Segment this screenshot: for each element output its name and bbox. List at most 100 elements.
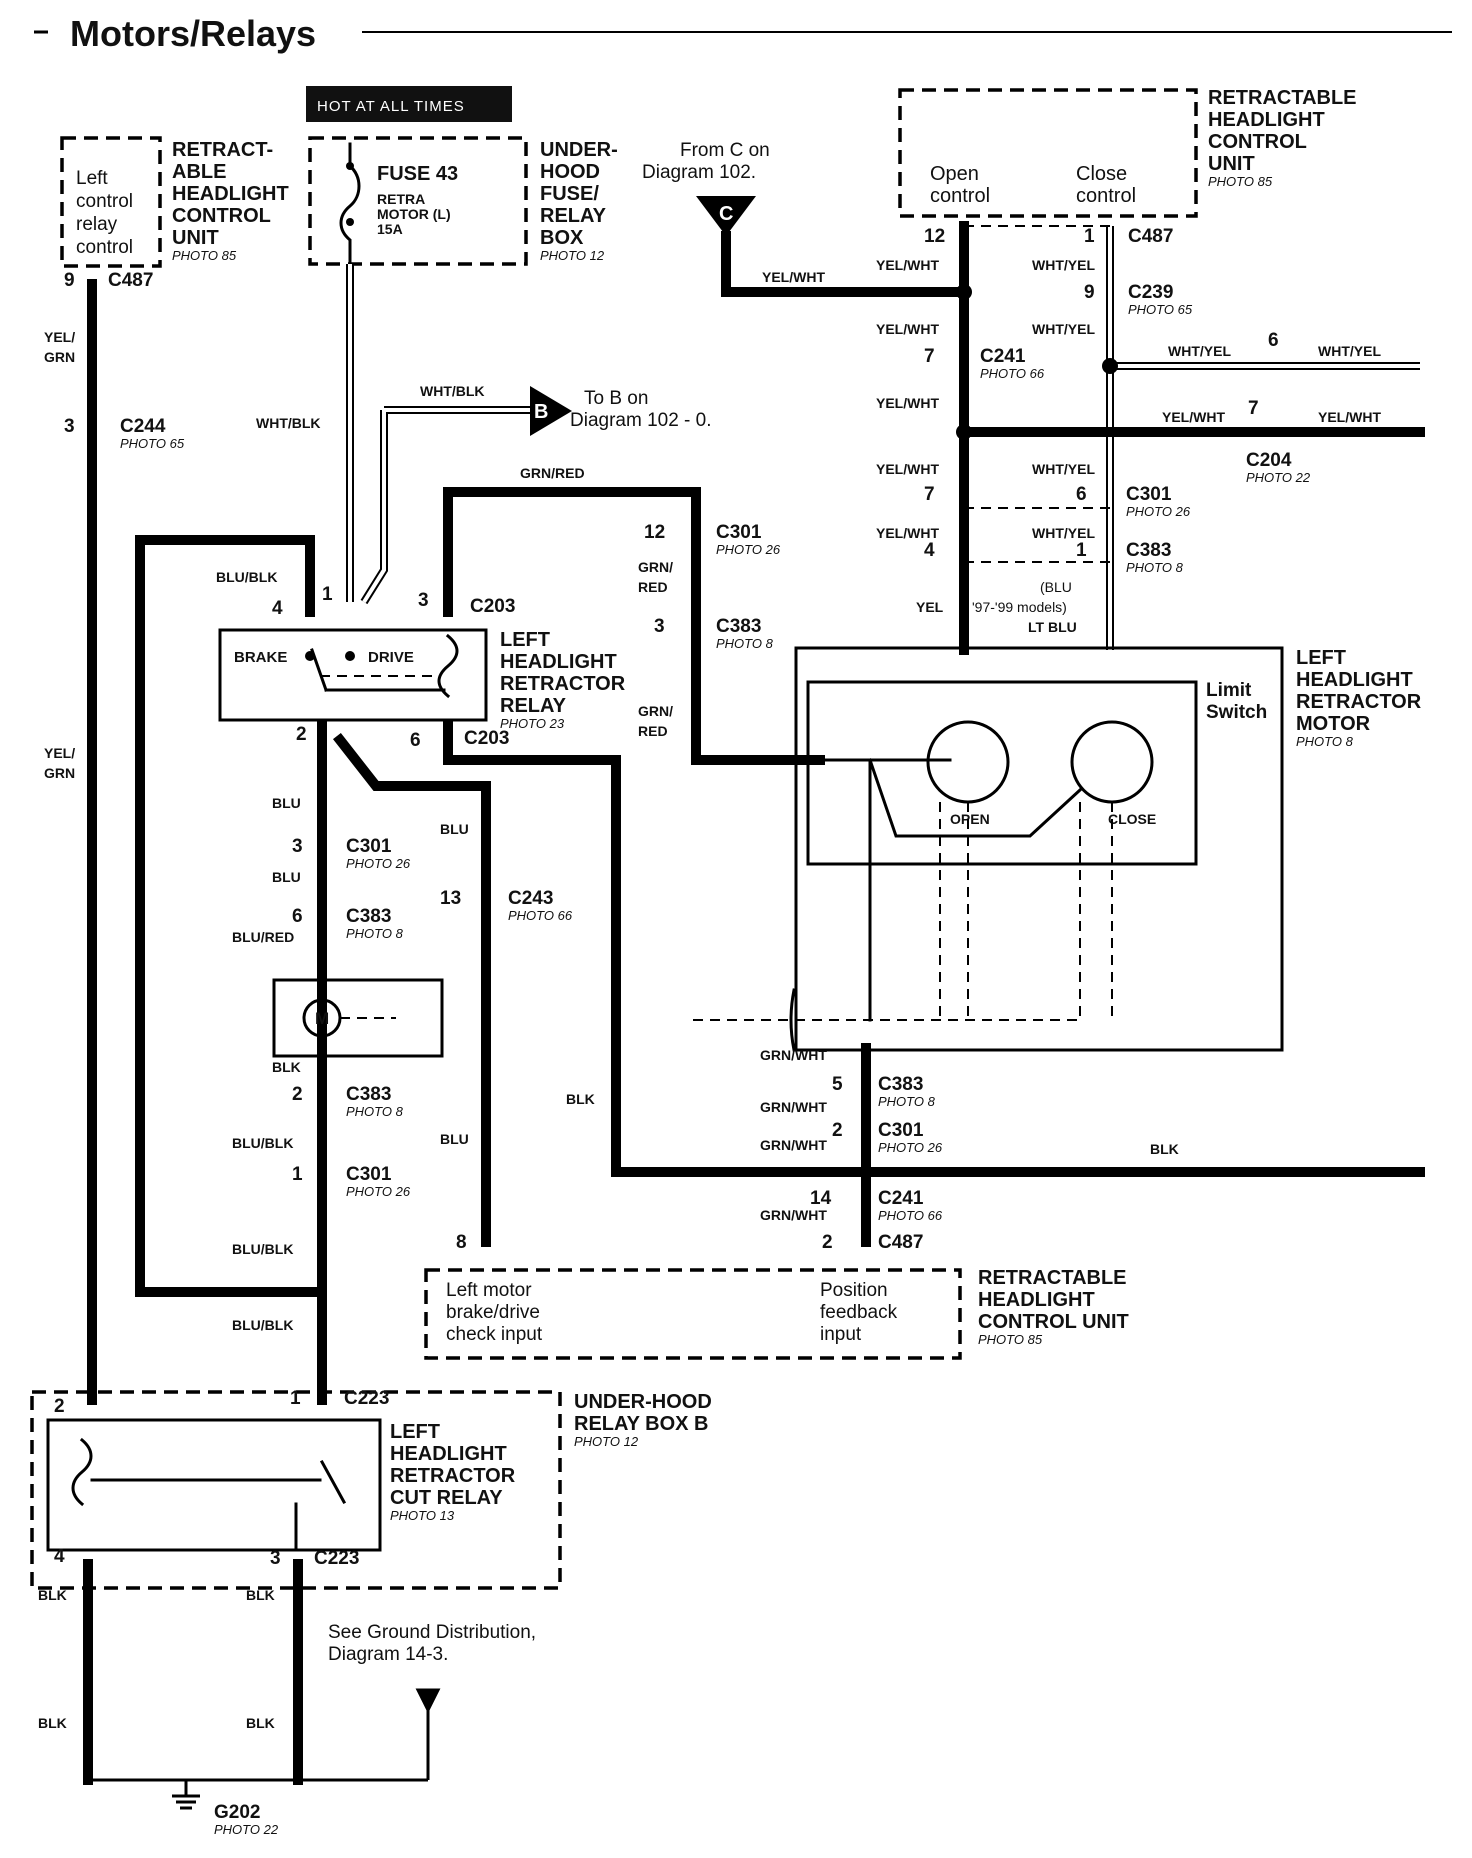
wire-label-20: BLU/BLK xyxy=(216,569,277,585)
wire-label-31: BLK xyxy=(272,1059,301,1075)
connector-pin: 7 xyxy=(924,484,935,505)
connector-id: C301 xyxy=(346,1164,392,1185)
ground-photo: PHOTO 22 xyxy=(214,1822,279,1837)
page-title: Motors/Relays xyxy=(70,13,316,54)
open-switch xyxy=(926,720,1010,804)
fuse-box-name2: HOOD xyxy=(540,161,600,183)
to-b-arrow xyxy=(530,386,572,436)
connector-photo: PHOTO 66 xyxy=(980,366,1045,381)
wire-label-14: YEL xyxy=(916,599,944,615)
wire-label-45: BLK xyxy=(246,1715,275,1731)
connector-photo: PHOTO 8 xyxy=(346,926,404,941)
wire-label-3: YEL/WHT xyxy=(876,321,939,337)
fuse-box-photo: PHOTO 12 xyxy=(540,248,605,263)
right-unit-name4: UNIT xyxy=(1208,153,1255,175)
connector-pin: 7 xyxy=(924,346,935,367)
fuse-desc1: RETRA xyxy=(377,191,425,207)
connector-pin: 8 xyxy=(456,1232,467,1253)
connector-pin: 2 xyxy=(822,1232,833,1253)
wire-label-27: BLU xyxy=(272,795,301,811)
wire-label-25: YEL/ xyxy=(44,745,75,761)
connector-id: C204 xyxy=(1246,450,1292,471)
connector-id: C223 xyxy=(314,1548,359,1569)
connector-id: C383 xyxy=(346,906,391,927)
connector-pin: 4 xyxy=(924,540,935,561)
connector-6: 6 xyxy=(1268,330,1279,351)
right-unit-photo: PHOTO 85 xyxy=(1208,174,1273,189)
relay-photo: PHOTO 23 xyxy=(500,716,565,731)
connector-photo: PHOTO 66 xyxy=(878,1208,943,1223)
connector-id: C383 xyxy=(346,1084,391,1105)
right-unit-name1: RETRACTABLE xyxy=(1208,87,1357,109)
wire-label-1: YEL/WHT xyxy=(876,257,939,273)
cut-relay-contacts xyxy=(71,1437,347,1550)
relay-name4: RELAY xyxy=(500,695,567,717)
ground-name: G202 xyxy=(214,1802,260,1823)
connector-8: 7 xyxy=(924,484,935,505)
bottom-left-line3: check input xyxy=(446,1324,543,1345)
connector-id: C301 xyxy=(716,522,762,543)
fuse-name: FUSE 43 xyxy=(377,163,458,185)
connector-27: 2 C487 xyxy=(822,1232,923,1253)
wire-label-44: BLK xyxy=(38,1715,67,1731)
connector-id: C203 xyxy=(470,596,515,617)
connector-pin: 6 xyxy=(292,906,303,927)
motor-name1: LEFT xyxy=(1296,647,1346,669)
wire-label-33: BLU/BLK xyxy=(232,1241,293,1257)
right-control-unit-box xyxy=(898,88,1198,218)
wire-label-8: YEL/WHT xyxy=(1318,409,1381,425)
connector-photo: PHOTO 26 xyxy=(716,542,781,557)
left-control-unit-box xyxy=(60,136,162,268)
connector-pin: 6 xyxy=(410,730,421,751)
connector-pin: 1 xyxy=(290,1388,301,1409)
connector-31: 4 xyxy=(54,1546,65,1567)
open-switch-label: OPEN xyxy=(950,811,990,827)
fuse-desc2: MOTOR (L) xyxy=(377,206,451,222)
connector-pin: 3 xyxy=(64,416,75,437)
from-c-line1: From C on xyxy=(680,140,770,161)
bottom-unit-photo: PHOTO 85 xyxy=(978,1332,1043,1347)
wire-label-38: GRN/WHT xyxy=(760,1099,827,1115)
limit-switch-line2: Switch xyxy=(1206,702,1267,723)
left-control-line4: control xyxy=(76,237,133,258)
close-switch xyxy=(1070,720,1154,804)
connector-id: C243 xyxy=(508,888,553,909)
wire-label-36: BLU xyxy=(440,1131,469,1147)
connector-id: C487 xyxy=(878,1232,923,1253)
connector-id: C241 xyxy=(980,346,1026,367)
left-control-line1: Left xyxy=(76,168,108,189)
from-c-arrow xyxy=(696,196,756,236)
connector-id: C244 xyxy=(120,416,166,437)
limit-switch-line1: Limit xyxy=(1206,680,1252,701)
wire-label-43: BLK xyxy=(246,1587,275,1603)
connector-pin: 1 xyxy=(1076,540,1087,561)
retractor-motor-box xyxy=(794,646,1284,1052)
wire-label-28: BLU xyxy=(440,821,469,837)
wire-label-12: YEL/WHT xyxy=(876,525,939,541)
close-control-line1: Close xyxy=(1076,163,1127,185)
connector-pin: 7 xyxy=(1248,398,1259,419)
wire-label-11: WHT/YEL xyxy=(1032,461,1095,477)
relay-box-b-outline xyxy=(30,1390,562,1590)
wire-label-19: GRN/RED xyxy=(520,465,585,481)
wire-grn-red xyxy=(443,487,825,765)
relay-name2: HEADLIGHT xyxy=(500,651,617,673)
motor-name4: MOTOR xyxy=(1296,713,1371,735)
limit-switch-box xyxy=(806,680,1198,866)
fuse-box-name4: RELAY xyxy=(540,205,607,227)
connector-photo: PHOTO 8 xyxy=(346,1104,404,1119)
fuse-desc3: 15A xyxy=(377,221,403,237)
